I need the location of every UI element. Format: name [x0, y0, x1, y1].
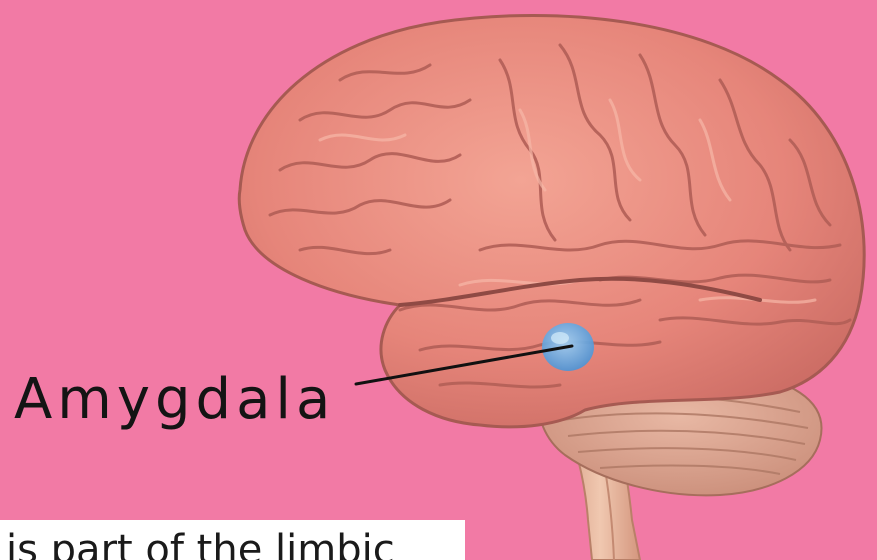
caption-box: is part of the limbic	[0, 520, 465, 560]
amygdala-label: Amygdala	[14, 372, 335, 428]
amygdala-shine	[551, 332, 569, 344]
caption-text: is part of the limbic	[6, 530, 395, 560]
